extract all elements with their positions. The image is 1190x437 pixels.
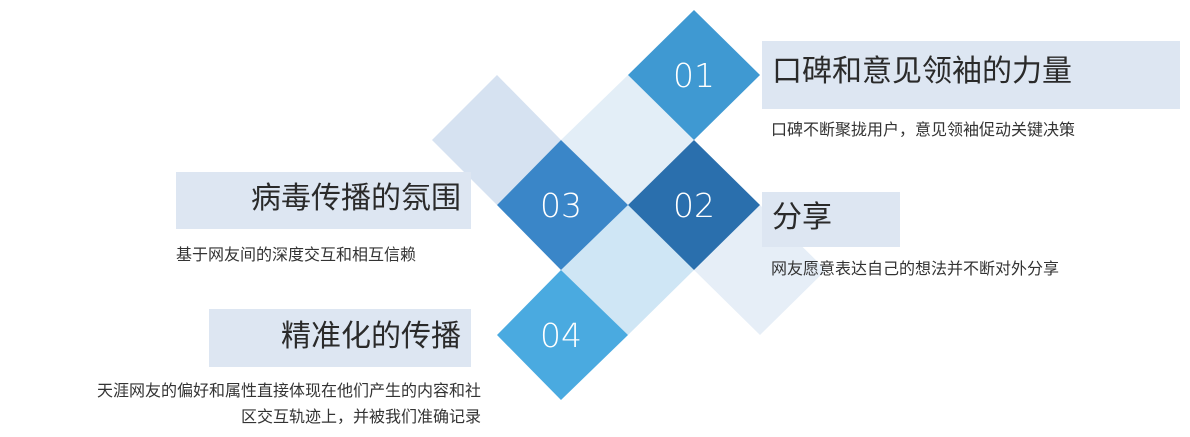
item-04-title: 精准化的传播 xyxy=(281,319,461,354)
item-02-title-box: 分享 xyxy=(762,192,900,247)
diamond-03-number: 03 xyxy=(540,186,582,225)
diamond-01 xyxy=(628,10,760,140)
pale-diamond-center xyxy=(561,205,694,335)
item-03-title-box: 病毒传播的氛围 xyxy=(176,172,471,229)
diamond-01-number: 01 xyxy=(673,56,715,95)
item-04-description-line2: 区交互轨迹上，并被我们准确记录 xyxy=(240,407,481,426)
item-01-description: 口碑不断聚拢用户，意见领袖促动关键决策 xyxy=(771,120,1076,139)
diamond-02 xyxy=(628,140,760,270)
item-04-description-line1: 天涯网友的偏好和属性直接体现在他们产生的内容和社 xyxy=(96,381,481,400)
item-02-description: 网友愿意表达自己的想法并不断对外分享 xyxy=(771,259,1060,278)
item-01-title: 口碑和意见领袖的力量 xyxy=(772,54,1072,89)
diamond-04 xyxy=(497,270,628,400)
item-03-title: 病毒传播的氛围 xyxy=(251,181,461,216)
item-03-description: 基于网友间的深度交互和相互信赖 xyxy=(176,245,417,264)
diamond-03 xyxy=(497,140,628,270)
pale-diamond-left xyxy=(432,75,561,205)
item-01-title-box: 口碑和意见领袖的力量 xyxy=(762,41,1180,109)
pale-diamond-top xyxy=(561,75,694,205)
item-04-title-box: 精准化的传播 xyxy=(209,309,471,367)
item-02-title: 分享 xyxy=(772,200,832,235)
diamond-02-number: 02 xyxy=(673,186,715,225)
diamond-04-number: 04 xyxy=(540,316,582,355)
